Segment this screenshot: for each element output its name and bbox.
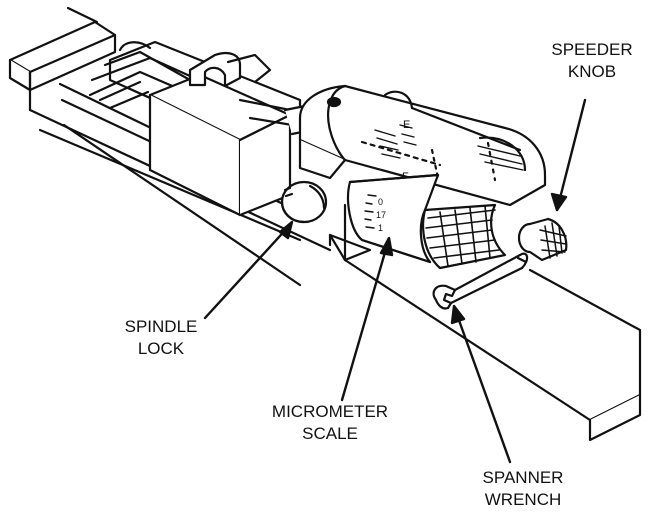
spanner-wrench [432,252,529,310]
callout-micrometer-scale-line1: MICROMETER [271,402,389,421]
drum-number-1: 1 [378,223,383,233]
micrometer-housing [298,84,547,207]
callout-spanner-wrench-line2: WRENCH [484,490,562,509]
callout-micrometer-scale: MICROMETER SCALE [250,401,410,445]
callout-spindle-lock-line2: LOCK [137,339,185,358]
front-base-block [328,203,642,442]
leader-spanner-wrench [450,304,512,464]
leader-micrometer-scale [340,236,394,402]
callout-micrometer-scale-line2: SCALE [302,424,358,443]
spindle-block [148,73,292,217]
rear-bracket [188,51,272,88]
drum-number-17: 17 [376,210,386,220]
callout-spindle-lock: SPINDLE LOCK [106,316,216,360]
callout-spanner-wrench: SPANNER WRENCH [458,467,588,511]
callout-speeder-knob-line1: SPEEDER [551,40,633,59]
callout-spanner-wrench-line1: SPANNER [482,468,564,487]
leader-spindle-lock [203,220,294,320]
sleeve-letter-e: E [403,119,410,131]
knurled-collar [422,136,527,270]
callout-leaders [203,98,587,464]
drum-number-0: 0 [378,197,383,207]
callout-speeder-knob: SPEEDER KNOB [533,39,651,83]
callout-spindle-lock-line1: SPINDLE [124,317,198,336]
spindle-lock-knob [280,180,328,224]
callout-speeder-knob-line2: KNOB [567,62,617,81]
leader-speeder-knob [550,98,587,212]
speeder-knob [517,217,568,262]
